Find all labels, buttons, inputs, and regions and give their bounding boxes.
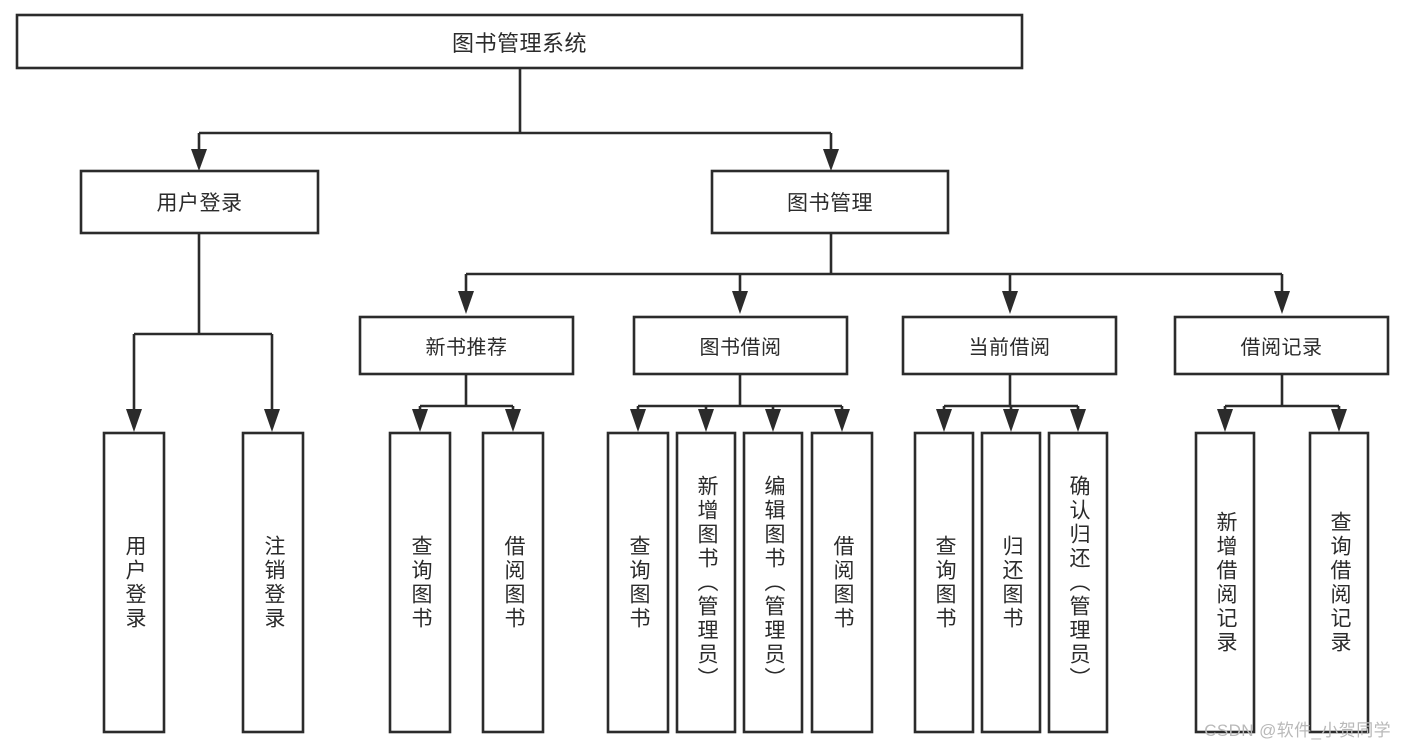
leaf-box[interactable]: [241, 431, 305, 734]
leaf-box[interactable]: [388, 431, 452, 734]
leaf-box[interactable]: [980, 431, 1042, 734]
node-new-book-recommend[interactable]: [358, 315, 575, 376]
leaf-box[interactable]: [481, 431, 545, 734]
node-root[interactable]: [15, 13, 1024, 70]
connector-group-book-borrow: [630, 374, 850, 432]
leaf-box[interactable]: [810, 431, 874, 734]
node-book-manage[interactable]: [710, 169, 950, 235]
leaf-box[interactable]: [913, 431, 975, 734]
watermark: CSDN @软件_小贺同学: [1204, 721, 1391, 740]
node-current-borrow[interactable]: [901, 315, 1118, 376]
connector-group-new-book: [412, 374, 521, 432]
leaf-box[interactable]: [606, 431, 670, 734]
leaf-box[interactable]: [1308, 431, 1370, 734]
connector-group-borrow-record: [1217, 374, 1347, 432]
leaf-box[interactable]: [1194, 431, 1256, 734]
node-borrow-record[interactable]: [1173, 315, 1390, 376]
node-book-borrow[interactable]: [632, 315, 849, 376]
connector-group-current-borrow: [936, 374, 1086, 432]
leaf-box[interactable]: [742, 431, 804, 734]
node-user-login[interactable]: [79, 169, 320, 235]
leaf-box[interactable]: [102, 431, 166, 734]
connector-group-root: [191, 68, 839, 171]
connector-group-book-manage: [458, 233, 1290, 314]
connector-group-user-login: [126, 233, 280, 432]
leaf-box[interactable]: [1047, 431, 1109, 734]
leaf-box[interactable]: [675, 431, 737, 734]
